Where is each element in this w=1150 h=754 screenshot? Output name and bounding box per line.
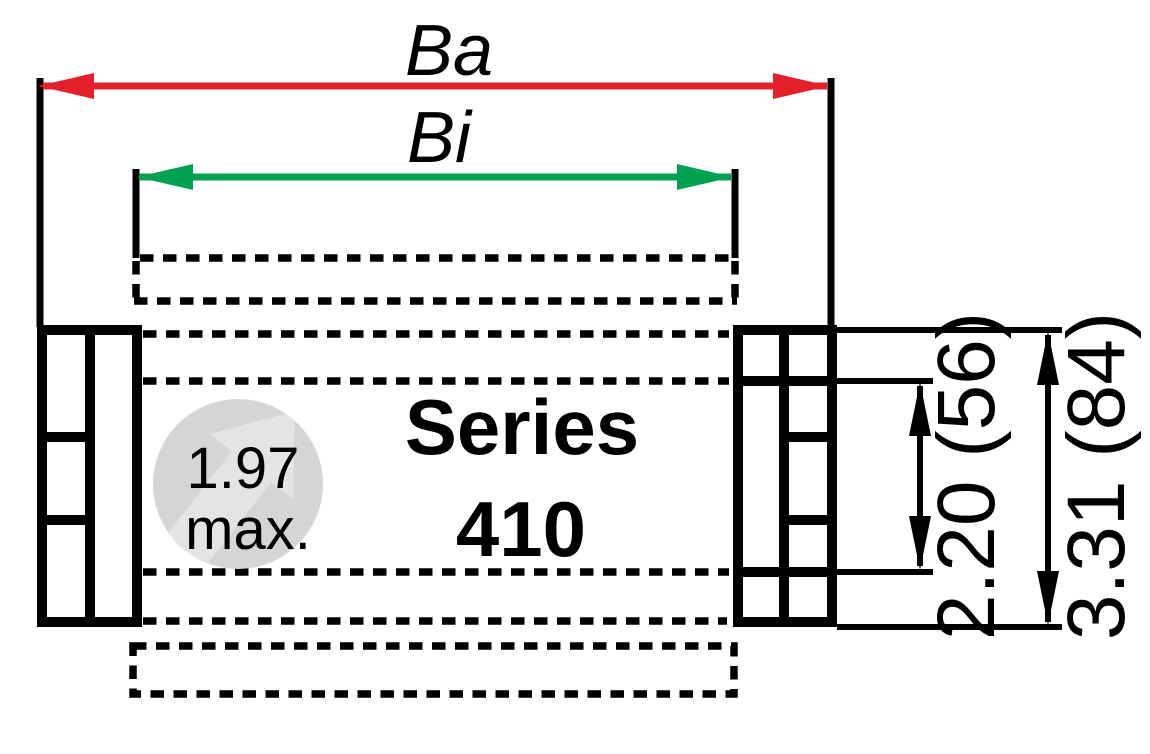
left-side-plate xyxy=(37,325,142,627)
ba-arrowhead-right-icon xyxy=(773,73,829,99)
series-title-line1: Series xyxy=(405,383,639,471)
callout-qualifier-text: max. xyxy=(185,497,311,562)
ba-arrowhead-left-icon xyxy=(38,73,94,99)
outer-height-arrowhead-down-icon xyxy=(1037,571,1059,625)
outer-height-arrowhead-up-icon xyxy=(1037,331,1059,385)
callout-watermark-group xyxy=(156,411,295,569)
series-title-line2: 410 xyxy=(456,485,586,573)
callout-value-text: 1.97 xyxy=(187,436,300,501)
inner-height-value-label: 2.20 (56) xyxy=(921,312,1012,640)
dashed-bottom-crossbar-box xyxy=(129,642,738,698)
inner-height-arrowhead-down-icon xyxy=(909,516,931,570)
arrow-up-right-watermark-icon xyxy=(209,411,295,500)
inner-height-arrowhead-up-icon xyxy=(909,382,931,436)
right-side-plate xyxy=(733,325,837,627)
outer-height-value-label: 3.31 (84) xyxy=(1051,312,1142,640)
ba-dimension-label: Ba xyxy=(405,11,493,91)
dimension-outer-width-Ba: Ba xyxy=(36,11,835,330)
hidden-contour-lines xyxy=(129,254,739,698)
bi-arrowhead-right-icon xyxy=(677,164,733,190)
dimension-inner-width-Bi: Bi xyxy=(132,98,739,258)
bi-arrowhead-left-icon xyxy=(137,164,193,190)
dimension-inner-height: 2.20 (56) xyxy=(837,312,1012,640)
product-title: Series 410 xyxy=(405,383,639,573)
bi-dimension-label: Bi xyxy=(407,98,473,178)
arrow-watermark-shaft xyxy=(156,449,273,569)
dimension-outer-height: 3.31 (84) xyxy=(837,312,1142,640)
max-height-callout: 1.97 max. xyxy=(153,399,323,569)
